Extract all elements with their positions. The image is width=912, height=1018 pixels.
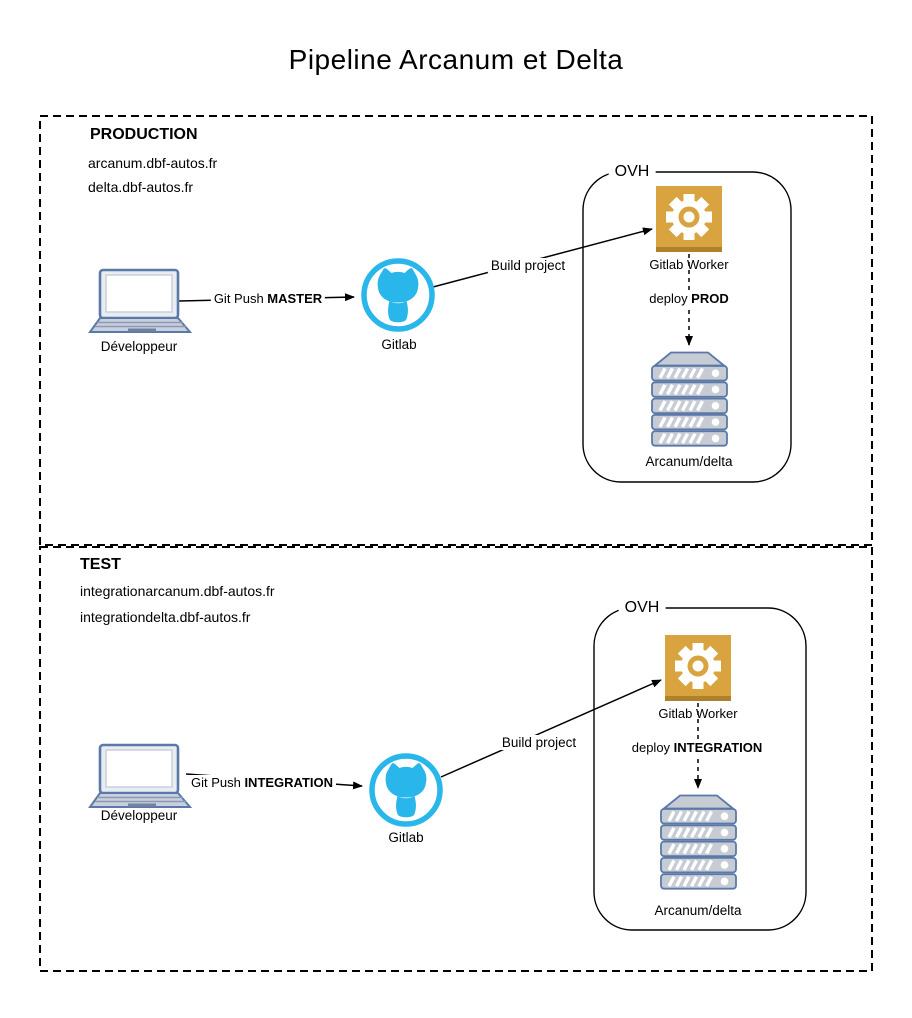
test-gitpush-prefix: Git Push bbox=[190, 775, 245, 790]
production-build-label: Build project bbox=[487, 258, 569, 273]
production-deploy-label: deploy PROD bbox=[646, 291, 732, 306]
production-developer-label: Développeur bbox=[100, 339, 178, 354]
production-gitpush-label: Git Push MASTER bbox=[210, 291, 326, 306]
production-boundary bbox=[39, 115, 873, 546]
production-gitlab-label: Gitlab bbox=[381, 337, 417, 352]
production-section-label: PRODUCTION bbox=[90, 126, 198, 143]
production-deploy-prefix: deploy bbox=[649, 291, 692, 306]
test-domain-delta: integrationdelta.dbf-autos.fr bbox=[80, 609, 251, 625]
production-gitlab-worker-icon bbox=[656, 186, 722, 252]
test-server-icon bbox=[661, 796, 736, 889]
production-domain-delta: delta.dbf-autos.fr bbox=[88, 179, 194, 195]
test-section-label: TEST bbox=[80, 556, 121, 573]
test-worker-label: Gitlab Worker bbox=[658, 706, 738, 721]
test-domain-arcanum: integrationarcanum.dbf-autos.fr bbox=[80, 583, 275, 599]
production-gitpush-branch: MASTER bbox=[267, 291, 323, 306]
test-developer-label: Développeur bbox=[100, 808, 178, 823]
test-ovh-box bbox=[593, 607, 807, 931]
test-server-label: Arcanum/delta bbox=[654, 903, 742, 918]
test-laptop-icon bbox=[88, 743, 192, 809]
production-laptop-icon bbox=[88, 268, 192, 334]
test-gitpush-branch: INTEGRATION bbox=[244, 775, 334, 790]
production-gitlab-icon bbox=[364, 261, 432, 329]
test-gitlab-label: Gitlab bbox=[388, 830, 424, 845]
production-deploy-branch: PROD bbox=[691, 291, 729, 306]
production-ovh-box bbox=[582, 171, 792, 483]
test-build-arrow bbox=[440, 679, 662, 778]
diagram-title: Pipeline Arcanum et Delta bbox=[288, 44, 624, 75]
test-deploy-label: deploy INTEGRATION bbox=[628, 740, 766, 755]
production-worker-label: Gitlab Worker bbox=[649, 257, 729, 272]
production-ovh-label: OVH bbox=[608, 163, 656, 181]
production-server-icon bbox=[652, 353, 727, 446]
production-domain-arcanum: arcanum.dbf-autos.fr bbox=[88, 155, 218, 171]
test-boundary bbox=[39, 546, 873, 972]
test-deploy-prefix: deploy bbox=[631, 740, 674, 755]
test-deploy-branch: INTEGRATION bbox=[673, 740, 763, 755]
test-gitpush-label: Git Push INTEGRATION bbox=[187, 775, 337, 790]
production-gitpush-prefix: Git Push bbox=[213, 291, 268, 306]
production-server-label: Arcanum/delta bbox=[645, 454, 733, 469]
test-gitlab-worker-icon bbox=[665, 635, 731, 701]
test-ovh-label: OVH bbox=[618, 599, 666, 617]
test-gitlab-icon bbox=[372, 756, 440, 824]
test-build-label: Build project bbox=[498, 735, 580, 750]
